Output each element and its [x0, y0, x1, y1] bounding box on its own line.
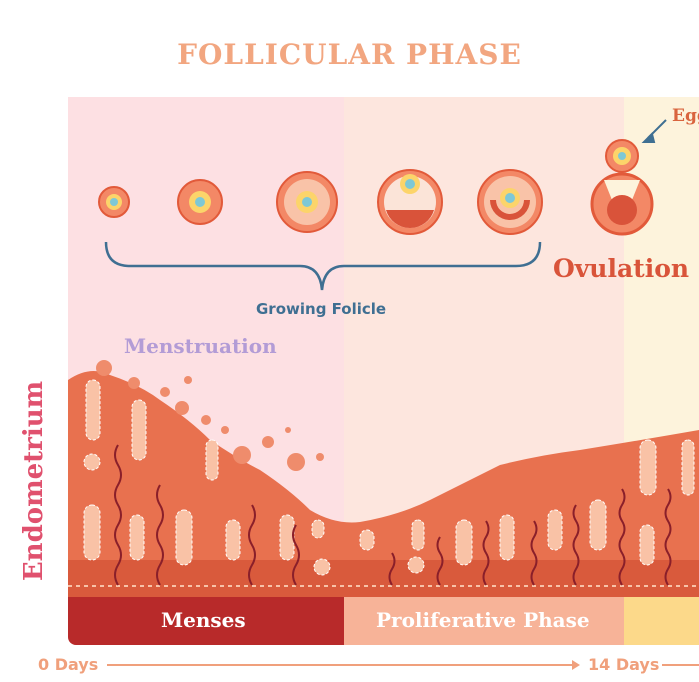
proliferative-phase-label: Proliferative Phase [376, 608, 590, 632]
endometrium-label: Endometrium [19, 380, 49, 582]
growing-follicle-brace [104, 241, 542, 291]
follicle-stage-1 [98, 186, 130, 218]
egg-label: Egg [672, 106, 699, 126]
egg-arrow [641, 119, 667, 143]
menstruation-label: Menstruation [124, 334, 277, 358]
released-egg [605, 139, 639, 173]
ovulation-label: Ovulation [553, 254, 690, 283]
growing-follicle-label: Growing Folicle [256, 300, 387, 318]
follicle-stage-5 [477, 169, 543, 235]
endometrium-base [68, 560, 699, 597]
follicle-stage-2 [177, 179, 223, 225]
menses-phase-label: Menses [161, 608, 246, 632]
ruptured-follicle [590, 172, 654, 236]
timeline-arrow-head [572, 660, 580, 670]
proliferative-phase-bar [344, 597, 624, 645]
ovulation-phase-bar [624, 597, 699, 645]
spiral-arteries [114, 444, 672, 586]
follicle-stage-4 [377, 169, 443, 235]
follicle-stage-3 [276, 171, 338, 233]
timeline-start-label: 0 Days [38, 655, 99, 674]
shedding-tissue [96, 360, 324, 471]
diagram-title: FOLLICULAR PHASE [177, 38, 522, 71]
timeline-middle-label: 14 Days [588, 655, 660, 674]
menses-phase-bar [68, 597, 344, 645]
endometrial-glands [83, 379, 695, 576]
